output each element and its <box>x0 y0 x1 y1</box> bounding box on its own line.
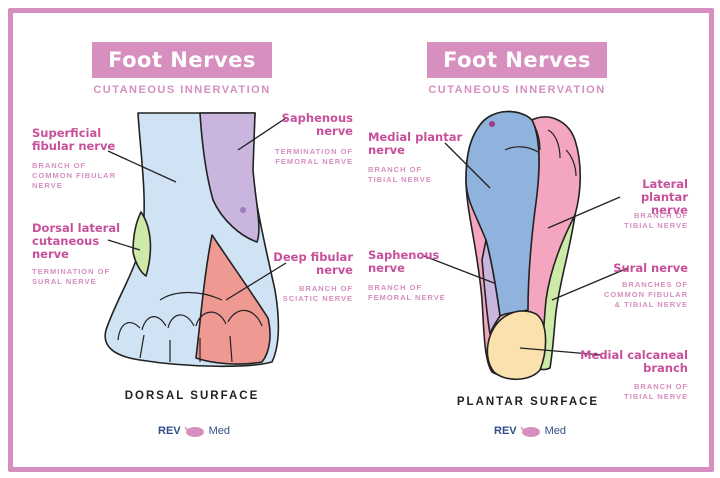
sub-superficial-fibular: BRANCH OF COMMON FIBULAR NERVE <box>32 161 116 190</box>
dorsal-lateral-cutaneous-region <box>132 211 152 277</box>
label-deep-fibular: Deep fibular nerve <box>273 250 353 277</box>
toe-lines <box>117 291 263 363</box>
sub-sural: BRANCHES OF COMMON FIBULAR & TIBIAL NERV… <box>604 280 688 309</box>
label-medial-calcaneal: Medial calcaneal branch <box>580 348 688 375</box>
deep-fibular-region <box>195 234 271 365</box>
right-title-banner: Foot Nerves <box>427 42 607 78</box>
left-logo: REV Med <box>158 424 230 438</box>
rhino-icon <box>183 426 204 437</box>
left-subtitle: CUTANEOUS INNERVATION <box>93 84 271 96</box>
dorsal-leader-lines <box>107 117 287 301</box>
label-saphenous-plantar: Saphenous nerve <box>368 248 440 275</box>
sural-region <box>539 214 576 371</box>
medial-plantar-region <box>465 110 540 317</box>
sub-saphenous-dorsal: TERMINATION OF FEMORAL NERVE <box>274 147 353 166</box>
sub-saphenous-plantar: BRANCH OF FEMORAL NERVE <box>368 283 446 302</box>
sub-medial-plantar: BRANCH OF TIBIAL NERVE <box>368 165 432 184</box>
left-logo-rev: REV <box>158 425 181 437</box>
right-logo-rev: REV <box>494 425 517 437</box>
sub-deep-fibular: BRANCH OF SCIATIC NERVE <box>282 284 353 303</box>
plantar-vein-marker <box>489 121 495 127</box>
plantar-foot <box>465 110 581 381</box>
label-saphenous-dorsal: Saphenous nerve <box>281 111 353 138</box>
label-medial-plantar: Medial plantar nerve <box>368 130 463 157</box>
label-lateral-plantar: Lateral plantar nerve <box>640 177 688 217</box>
right-subtitle: CUTANEOUS INNERVATION <box>428 84 606 96</box>
left-logo-med: Med <box>208 425 231 437</box>
label-superficial-fibular: Superficial fibular nerve <box>32 126 116 153</box>
left-title-banner: Foot Nerves <box>92 42 272 78</box>
plantar-surface-caption: PLANTAR SURFACE <box>456 396 600 408</box>
poster-frame <box>8 8 714 472</box>
right-logo: REV Med <box>494 424 566 438</box>
rhino-icon <box>519 426 540 437</box>
sub-lateral-plantar: BRANCH OF TIBIAL NERVE <box>624 211 688 230</box>
dorsal-surface-caption: DORSAL SURFACE <box>124 390 260 402</box>
sub-medial-calcaneal: BRANCH OF TIBIAL NERVE <box>624 382 688 401</box>
saphenous-region-plantar <box>481 239 501 335</box>
vein-marker <box>240 207 246 213</box>
label-sural: Sural nerve <box>613 261 688 275</box>
label-dorsal-lateral: Dorsal lateral cutaneous nerve <box>32 221 121 261</box>
sub-dorsal-lateral: TERMINATION OF SURAL NERVE <box>32 267 111 286</box>
plantar-toe-lines <box>504 119 577 177</box>
right-logo-med: Med <box>544 425 567 437</box>
plantar-leader-lines <box>423 142 629 356</box>
medial-calcaneal-region <box>486 310 547 381</box>
